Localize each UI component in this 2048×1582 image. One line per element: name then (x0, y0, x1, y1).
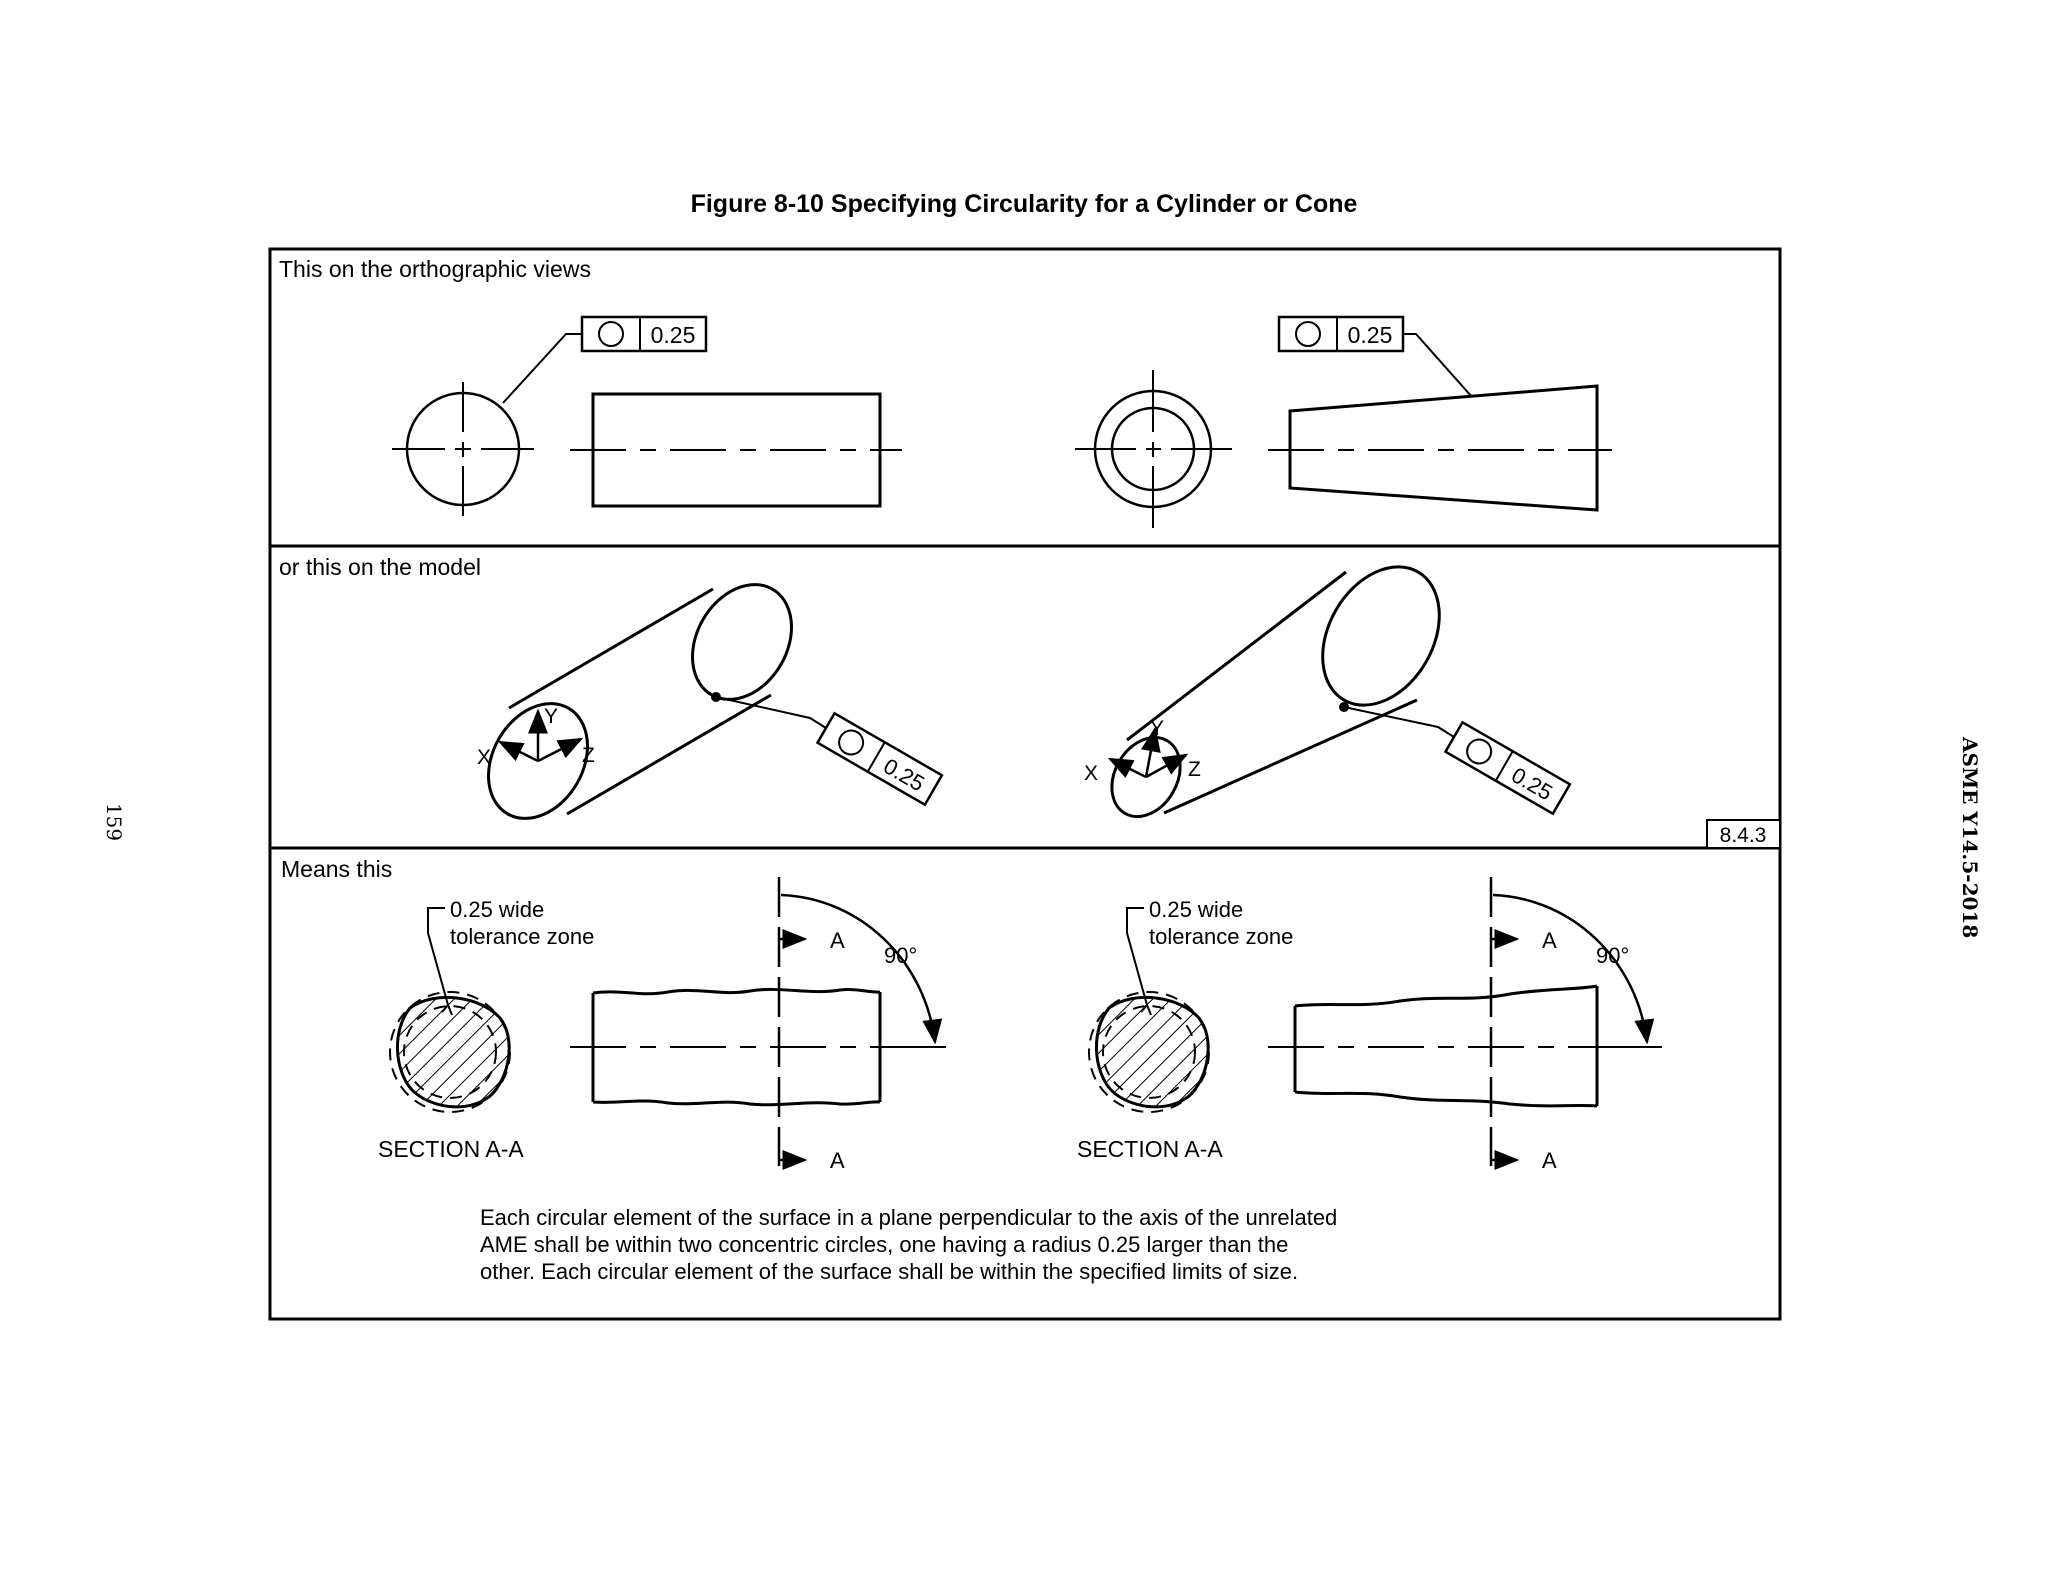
axis-z-label: Z (582, 744, 595, 767)
section-cut-line (1489, 877, 1655, 1170)
middle-panel-label: or this on the model (279, 554, 481, 580)
cone-tolerance-zone (1088, 991, 1210, 1113)
angle-label: 90° (1596, 943, 1629, 968)
cone-wavy-profile (1268, 984, 1662, 1108)
zone-label-line2: tolerance zone (450, 924, 594, 949)
axis-x-label: X (1084, 762, 1098, 785)
model-leader (711, 692, 827, 729)
section-cut-line (777, 877, 943, 1170)
circularity-icon (838, 729, 865, 756)
circularity-icon (1466, 738, 1493, 765)
svg-text:8.4.3: 8.4.3 (1720, 824, 1767, 847)
explanatory-note: Each circular element of the surface in … (480, 1205, 1337, 1284)
axis-x-label: X (477, 746, 491, 769)
feature-control-frame: 0.25 (1443, 720, 1572, 816)
zone-label-line1: 0.25 wide (1149, 897, 1243, 922)
zone-leader (427, 907, 453, 1016)
cut-letter-bottom: A (830, 1148, 845, 1173)
section-reference: 8.4.3 (1706, 819, 1781, 849)
figure-title: Figure 8-10 Specifying Circularity for a… (690, 190, 1358, 218)
cut-letter-top: A (830, 928, 845, 953)
cylinder-wavy-profile (570, 987, 946, 1107)
section-label: SECTION A-A (1077, 1136, 1223, 1162)
note-line: Each circular element of the surface in … (480, 1205, 1337, 1230)
circularity-icon (598, 321, 624, 347)
coordinate-axes (497, 708, 584, 763)
bottom-panel-label: Means this (281, 856, 392, 882)
svg-text:0.25: 0.25 (651, 322, 696, 348)
svg-text:0.25: 0.25 (1348, 322, 1393, 348)
cut-letter-bottom: A (1542, 1148, 1557, 1173)
section-label: SECTION A-A (378, 1136, 524, 1162)
cylinder-side-view (570, 392, 902, 508)
cylinder-model (487, 583, 793, 820)
cylinder-leader (502, 333, 582, 404)
coordinate-axes (1107, 726, 1189, 779)
zone-leader (1126, 907, 1152, 1016)
cut-letter-top: A (1542, 928, 1557, 953)
feature-control-frame: 0.25 (1277, 315, 1405, 353)
top-panel-label: This on the orthographic views (279, 256, 591, 282)
model-leader (1339, 702, 1455, 738)
zone-label-line1: 0.25 wide (450, 897, 544, 922)
cone-side-view (1268, 384, 1612, 512)
note-line: AME shall be within two concentric circl… (480, 1232, 1288, 1257)
note-line: other. Each circular element of the surf… (480, 1259, 1298, 1284)
circularity-icon (1295, 321, 1321, 347)
cone-model (1110, 565, 1441, 819)
cone-end-view (1075, 370, 1232, 528)
cylinder-tolerance-zone (389, 991, 511, 1113)
cone-leader (1402, 333, 1473, 398)
angle-label: 90° (884, 943, 917, 968)
feature-control-frame: 0.25 (815, 711, 944, 807)
cylinder-end-view (392, 382, 534, 516)
zone-label-line2: tolerance zone (1149, 924, 1293, 949)
figure-frame (268, 247, 1782, 1321)
axis-y-label: Y (1150, 717, 1164, 740)
axis-z-label: Z (1188, 758, 1201, 781)
axis-y-label: Y (544, 705, 558, 728)
feature-control-frame: 0.25 (580, 315, 708, 353)
